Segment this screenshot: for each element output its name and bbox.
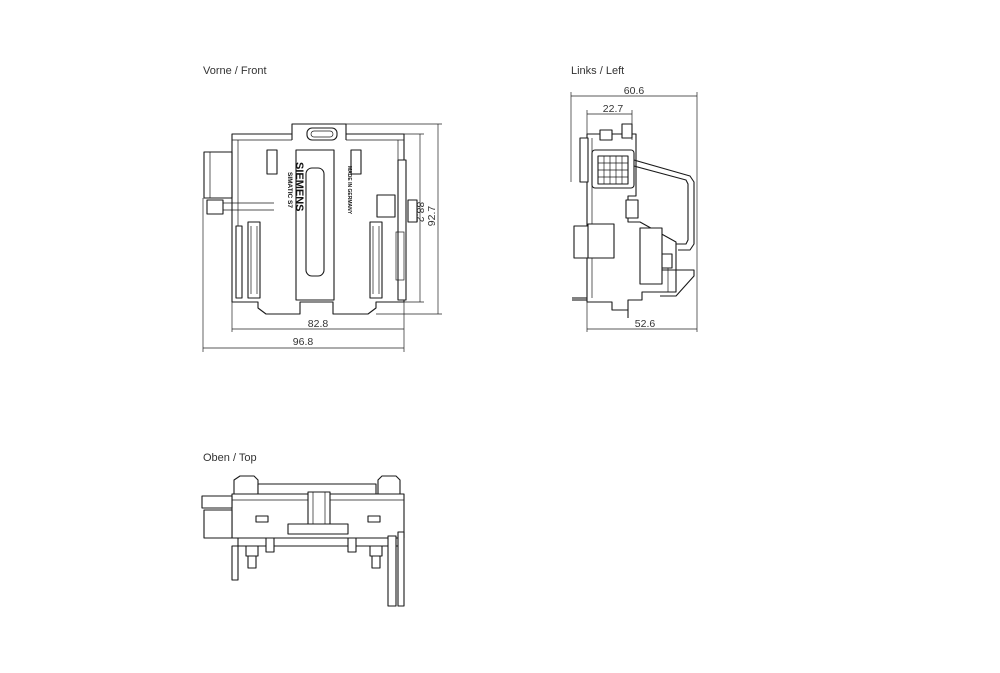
top-slot-left <box>255 515 269 523</box>
dim-bottom-width: 52.6 <box>635 318 656 330</box>
card-slot <box>305 167 325 277</box>
left-back-tab <box>579 137 589 183</box>
front-view-label: Vorne / Front <box>203 65 267 77</box>
top-pins <box>231 531 405 607</box>
dim-offset: 22.7 <box>603 103 624 115</box>
top-tab-left <box>233 475 259 494</box>
top-side-block <box>203 509 233 539</box>
left-side-block <box>587 223 615 259</box>
front-view: Vorne / Front <box>202 65 442 352</box>
top-right-rail <box>397 531 405 607</box>
top-side-connector <box>201 495 233 509</box>
front-side-latch <box>206 199 224 215</box>
notch-right <box>350 149 362 175</box>
top-tab-right <box>377 475 401 494</box>
dim-outer-width: 96.8 <box>293 336 314 348</box>
dim-outer-height: 92.7 <box>426 206 438 227</box>
left-top-clip <box>599 129 613 141</box>
dim-inner-height: 88.2 <box>414 202 426 223</box>
origin-mark: MADE IN GERMANY <box>346 166 352 215</box>
top-bar <box>257 483 377 494</box>
notch-left <box>266 149 278 175</box>
dim-top-width: 60.6 <box>624 85 645 97</box>
siemens-logo: SIEMENS <box>293 162 305 212</box>
left-housing <box>586 133 677 311</box>
right-small-block <box>376 194 396 218</box>
left-view-label: Links / Left <box>571 65 624 77</box>
front-dimensions: 82.8 96.8 88.2 92.7 <box>202 123 442 352</box>
usb-slot <box>306 127 338 141</box>
left-view: Links / Left 60.6 22.7 52.6 <box>570 65 698 332</box>
top-view: Oben / Top <box>201 452 405 607</box>
left-bracket-bottom <box>660 269 695 297</box>
top-view-label: Oben / Top <box>203 452 257 464</box>
top-slot-right <box>367 515 381 523</box>
connector-grid-lines <box>598 156 628 184</box>
front-side-connector <box>203 151 233 199</box>
front-housing <box>231 133 405 315</box>
top-bottom-strip <box>237 537 401 547</box>
left-bracket-top <box>633 159 695 251</box>
top-right-long-pin <box>387 535 397 607</box>
left-top-pin <box>621 123 633 139</box>
top-center-card <box>307 491 331 529</box>
left-guide-rail <box>235 225 243 299</box>
right-terminal-strip <box>369 221 383 299</box>
top-center-plate <box>287 523 349 535</box>
left-inner-block <box>639 227 663 285</box>
simatic-logo: SIMATIC S7 <box>286 172 293 208</box>
right-edge-clip <box>407 199 418 223</box>
right-edge-rail <box>397 159 407 301</box>
left-terminal-strip <box>247 221 261 299</box>
dim-inner-width: 82.8 <box>308 318 329 330</box>
left-mid-clip <box>625 199 639 219</box>
